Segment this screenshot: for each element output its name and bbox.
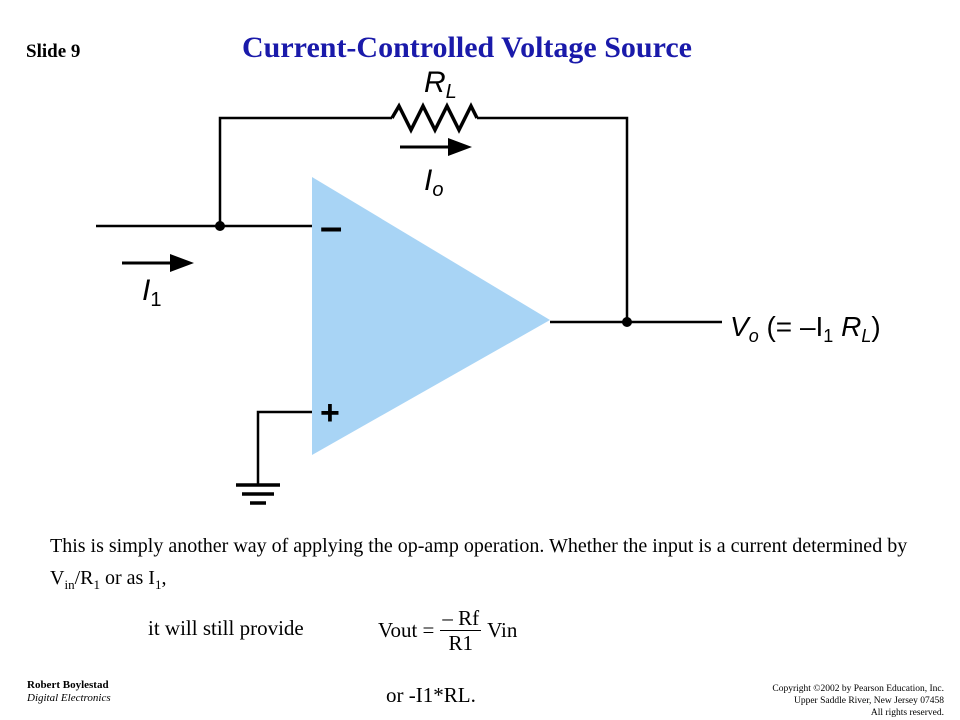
i1-label: I1	[142, 274, 161, 311]
opamp-triangle	[312, 177, 550, 455]
slide-number: Slide 9	[26, 41, 81, 62]
copyright-line-2: Upper Saddle River, New Jersey 07458	[793, 696, 944, 706]
output-node	[622, 317, 632, 327]
formula-prefix: it will still provide	[148, 616, 304, 640]
body-paragraph: This is simply another way of applying t…	[50, 535, 908, 592]
author-credit: Robert Boylestad Digital Electronics	[27, 679, 111, 705]
copyright-line-1: Copyright ©2002 by Pearson Education, In…	[772, 684, 944, 694]
author-name: Robert Boylestad	[27, 679, 109, 691]
formula-lhs: Vout =	[378, 618, 435, 642]
io-label: Io	[424, 164, 443, 201]
formula-denominator: R1	[448, 631, 474, 655]
inverting-sign: –	[320, 205, 342, 249]
feedback-wire	[218, 116, 392, 226]
feedback-wire-right	[477, 116, 629, 322]
output-label: Vo (= –I1 RL)	[730, 311, 881, 346]
formula-fraction: – Rf R1	[440, 606, 482, 655]
io-arrow-head	[448, 138, 472, 156]
copyright-line-3: All rights reserved.	[870, 708, 944, 718]
resistor-rl	[390, 102, 479, 134]
rl-label: RL	[424, 66, 457, 103]
alternate-formula: or -I1*RL.	[386, 683, 476, 707]
ground-wire	[256, 410, 312, 485]
i1-arrow-head	[170, 254, 194, 272]
formula-numerator: – Rf	[440, 606, 482, 631]
book-title: Digital Electronics	[27, 692, 111, 704]
formula-rhs: Vin	[487, 618, 518, 642]
slide-title: Current-Controlled Voltage Source	[242, 31, 692, 64]
noninverting-sign: +	[320, 394, 340, 432]
gain-formula: Vout = – Rf R1 Vin	[378, 606, 517, 655]
copyright-notice: Copyright ©2002 by Pearson Education, In…	[772, 683, 944, 719]
